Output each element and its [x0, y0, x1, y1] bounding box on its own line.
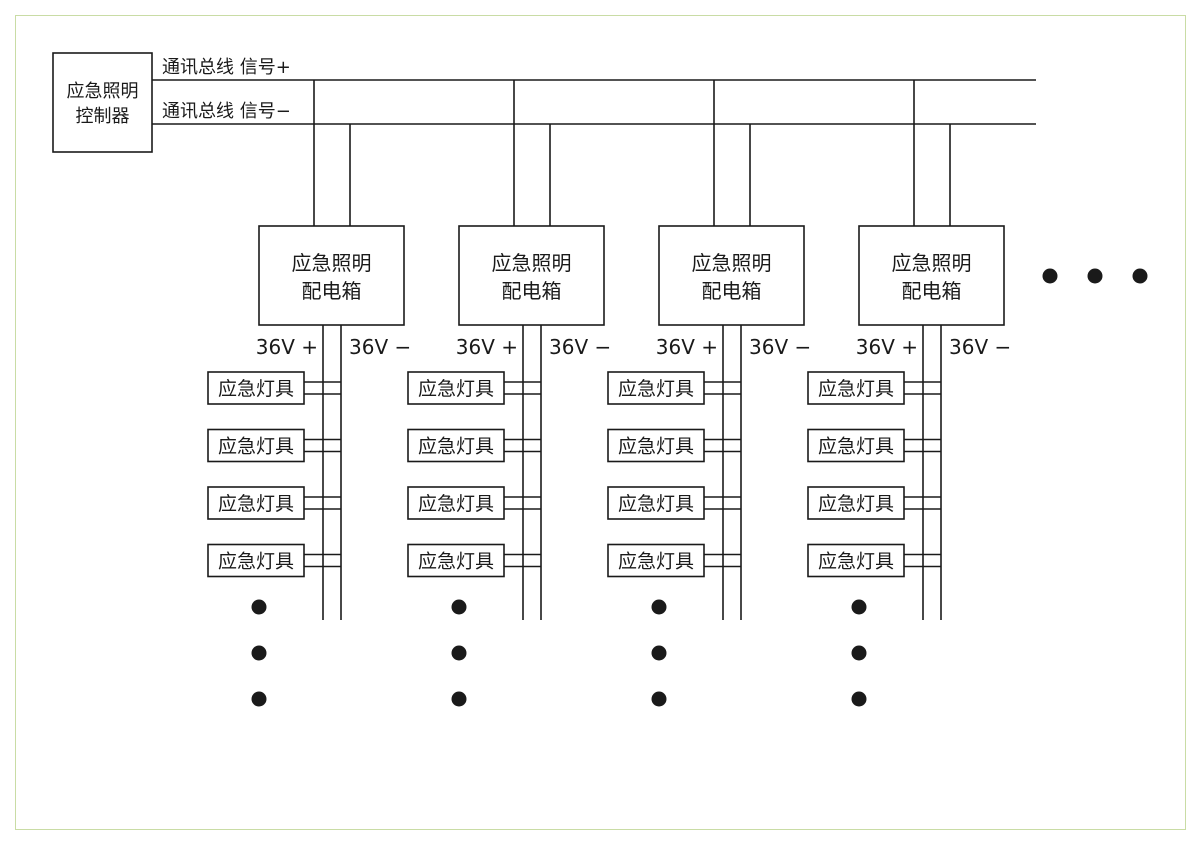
emergency-fixture: 应急灯具: [807, 371, 941, 405]
more-fixtures-dot: [851, 645, 867, 661]
emergency-fixture: 应急灯具: [207, 428, 341, 463]
more-fixtures-dot: [651, 599, 667, 615]
diagram-frame: [15, 15, 1186, 830]
fixture-label: 应急灯具: [418, 436, 494, 458]
ellipsis-dot: [1132, 268, 1148, 284]
distribution-box-label-line1: 应急照明: [892, 251, 972, 275]
emergency-fixture: 应急灯具: [607, 486, 741, 520]
distribution-box-label-line2: 配电箱: [502, 279, 562, 303]
fixture-box: [807, 371, 905, 405]
fixture-label: 应急灯具: [818, 378, 894, 400]
output-plus-label: 36V +: [456, 335, 518, 359]
fixture-label: 应急灯具: [418, 378, 494, 400]
fixture-box: [407, 371, 505, 405]
emergency-fixture: 应急灯具: [407, 371, 541, 405]
fixture-label: 应急灯具: [618, 551, 694, 573]
fixture-box: [607, 371, 705, 405]
fixture-label: 应急灯具: [618, 436, 694, 458]
bus-signal-plus-label: 通讯总线 信号+: [162, 57, 291, 78]
fixture-label: 应急灯具: [618, 378, 694, 400]
fixture-label: 应急灯具: [818, 436, 894, 458]
output-plus-label: 36V +: [256, 335, 318, 359]
distribution-box-label-line2: 配电箱: [902, 279, 962, 303]
fixture-label: 应急灯具: [218, 493, 294, 515]
controller-label-line2: 控制器: [76, 106, 130, 127]
more-boxes-ellipsis: [1042, 268, 1148, 284]
fixture-label: 应急灯具: [618, 493, 694, 515]
output-minus-label: 36V −: [349, 335, 411, 359]
more-fixtures-dot: [851, 691, 867, 707]
fixture-label: 应急灯具: [218, 436, 294, 458]
output-plus-label: 36V +: [656, 335, 718, 359]
fixture-label: 应急灯具: [218, 378, 294, 400]
fixture-box: [807, 428, 905, 463]
more-fixtures-dot: [251, 691, 267, 707]
distribution-box-label-line2: 配电箱: [702, 279, 762, 303]
controller-label-line1: 应急照明: [67, 81, 139, 102]
fixture-label: 应急灯具: [418, 551, 494, 573]
fixture-box: [407, 543, 505, 578]
fixture-box: [807, 486, 905, 520]
emergency-fixture: 应急灯具: [407, 543, 541, 578]
bus-signal-minus-label: 通讯总线 信号−: [162, 101, 291, 122]
emergency-fixture: 应急灯具: [607, 543, 741, 578]
emergency-fixture: 应急灯具: [207, 486, 341, 520]
fixture-label: 应急灯具: [218, 551, 294, 573]
emergency-fixture: 应急灯具: [207, 371, 341, 405]
emergency-fixture: 应急灯具: [607, 371, 741, 405]
ellipsis-dot: [1087, 268, 1103, 284]
distribution-box: [458, 225, 605, 326]
fixture-box: [807, 543, 905, 578]
more-fixtures-dot: [251, 645, 267, 661]
output-minus-label: 36V −: [749, 335, 811, 359]
distribution-box-label-line1: 应急照明: [292, 251, 372, 275]
more-fixtures-dot: [651, 645, 667, 661]
ellipsis-dot: [1042, 268, 1058, 284]
fixture-box: [207, 371, 305, 405]
more-fixtures-dot: [451, 599, 467, 615]
more-fixtures-dot: [651, 691, 667, 707]
distribution-box-label-line1: 应急照明: [492, 251, 572, 275]
more-fixtures-dot: [251, 599, 267, 615]
fixture-label: 应急灯具: [818, 551, 894, 573]
emergency-fixture: 应急灯具: [807, 486, 941, 520]
more-fixtures-dot: [451, 645, 467, 661]
output-minus-label: 36V −: [549, 335, 611, 359]
more-fixtures-dot: [851, 599, 867, 615]
more-fixtures-dot: [451, 691, 467, 707]
fixture-box: [607, 428, 705, 463]
controller-box: [52, 52, 153, 153]
fixture-box: [407, 428, 505, 463]
fixture-box: [407, 486, 505, 520]
fixture-box: [207, 486, 305, 520]
distribution-box: [258, 225, 405, 326]
emergency-fixture: 应急灯具: [207, 543, 341, 578]
communication-bus: 通讯总线 信号+ 通讯总线 信号−: [152, 57, 1036, 125]
output-minus-label: 36V −: [949, 335, 1011, 359]
output-plus-label: 36V +: [856, 335, 918, 359]
fixture-box: [207, 543, 305, 578]
emergency-fixture: 应急灯具: [607, 428, 741, 463]
fixture-box: [607, 543, 705, 578]
fixture-label: 应急灯具: [418, 493, 494, 515]
emergency-fixture: 应急灯具: [807, 428, 941, 463]
emergency-fixture: 应急灯具: [807, 543, 941, 578]
distribution-box-label-line1: 应急照明: [692, 251, 772, 275]
emergency-fixture: 应急灯具: [407, 428, 541, 463]
emergency-fixture: 应急灯具: [407, 486, 541, 520]
fixture-label: 应急灯具: [818, 493, 894, 515]
distribution-box-label-line2: 配电箱: [302, 279, 362, 303]
controller: 应急照明 控制器: [52, 52, 153, 153]
fixture-box: [607, 486, 705, 520]
distribution-box: [858, 225, 1005, 326]
distribution-box: [658, 225, 805, 326]
fixture-box: [207, 428, 305, 463]
